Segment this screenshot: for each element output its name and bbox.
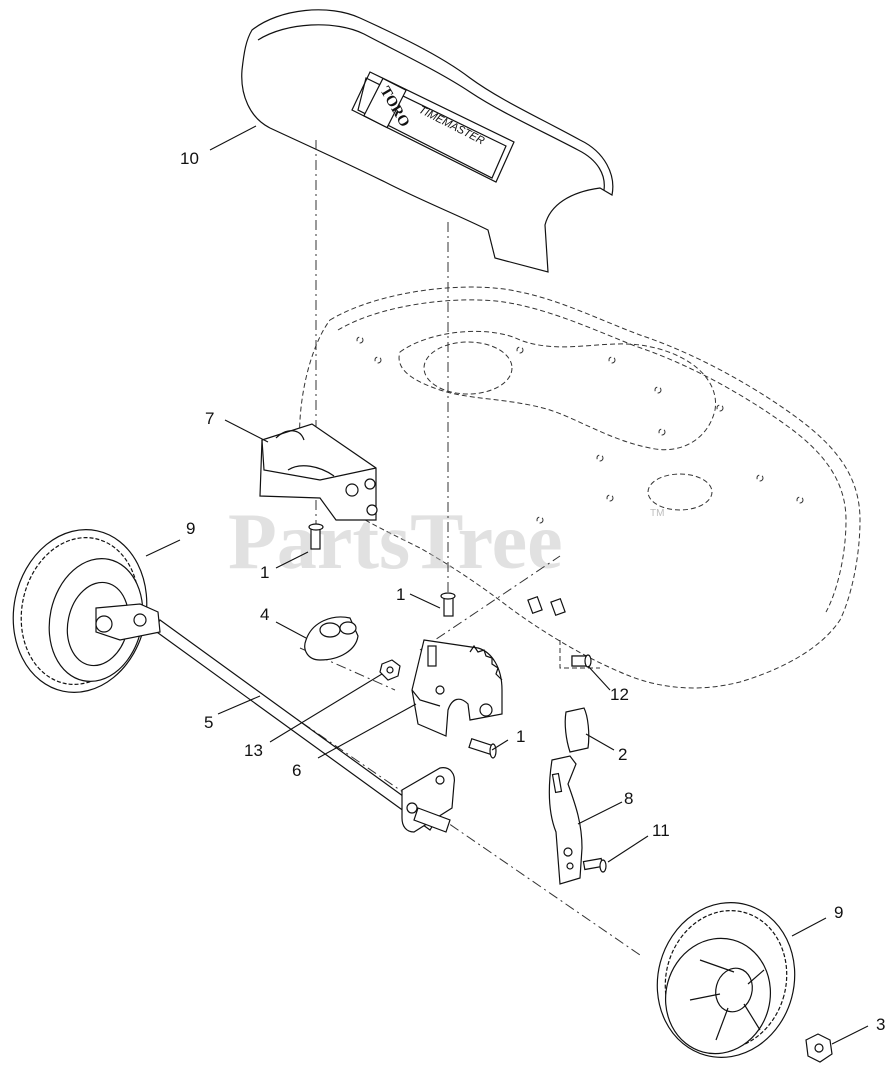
watermark-text: PartsTree [228,498,563,586]
callout-11: 11 [652,821,670,840]
callout-6: 6 [292,761,301,780]
callout-1-c: 1 [516,727,525,746]
cable-clip [304,616,359,661]
callout-8: 8 [624,789,633,808]
wheel-right [656,902,796,1058]
callout-9-right: 9 [834,903,843,922]
nut-3 [805,1033,833,1063]
callout-1-a: 1 [260,563,269,582]
callout-2: 2 [618,745,627,764]
callout-13: 13 [244,741,263,760]
handle-shroud: TORO TIMEMASTER [241,9,614,273]
height-adjust-bracket [259,423,378,521]
screw-1a [308,523,324,550]
callout-5: 5 [204,713,213,732]
callout-9-left: 9 [186,519,195,538]
screw-11 [582,857,607,873]
axle-bracket [401,767,455,833]
screw-1b [440,592,456,617]
mower-deck-outline [299,286,861,689]
deck-holes [356,336,804,524]
callout-10: 10 [180,149,199,168]
callout-4: 4 [260,605,269,624]
wheel-left [12,529,161,693]
nut-13 [379,659,401,681]
leader-lines [145,125,869,1045]
callout-1-b: 1 [396,585,405,604]
watermark: PartsTree TM [228,498,664,586]
alignment-lines [169,140,641,956]
watermark-trademark: TM [650,508,664,519]
callout-7: 7 [205,409,214,428]
adjust-lever [548,755,583,885]
screw-1c [468,738,497,759]
callouts: 10 7 9 1 1 4 12 5 1 2 13 6 8 11 9 3 [180,149,885,1034]
height-adjust-plate [411,639,503,737]
bolt-12 [571,654,592,668]
adjust-grip [564,707,590,753]
callout-12: 12 [610,685,629,704]
callout-3: 3 [876,1015,885,1034]
rear-axle [153,619,437,831]
